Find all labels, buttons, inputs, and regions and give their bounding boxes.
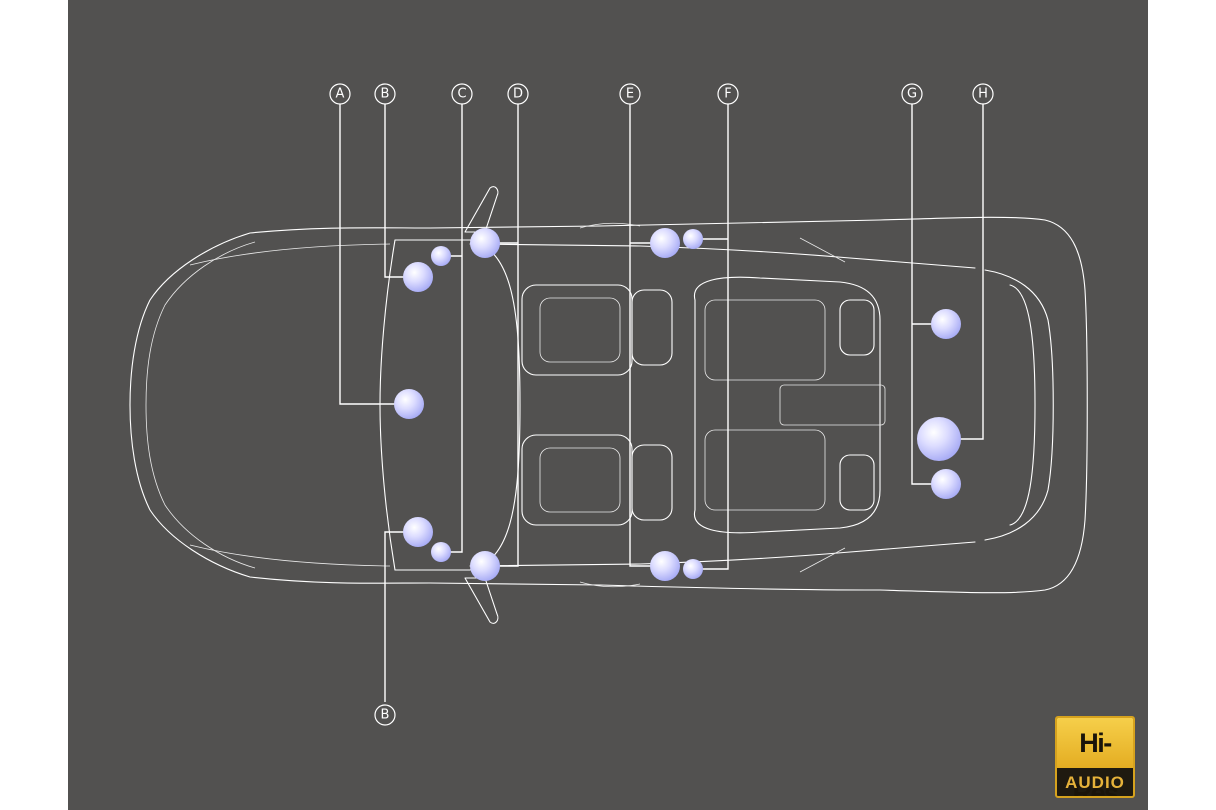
- car-body-inner: [145, 241, 256, 569]
- label-e-text: E: [626, 87, 634, 102]
- windshield: [394, 239, 521, 571]
- leader-c: [436, 104, 463, 553]
- hi-res-logo-line1: Hi-Res: [1057, 718, 1133, 796]
- speaker-b-front-right: [403, 517, 433, 547]
- speaker-c-right: [431, 542, 451, 562]
- speaker-f-left: [683, 229, 703, 249]
- mirror-right: [464, 577, 499, 624]
- label-c: C: [451, 83, 473, 105]
- label-h-text: H: [978, 87, 988, 102]
- label-d-text: D: [513, 87, 523, 102]
- speaker-c-left: [431, 246, 451, 266]
- leader-b-bottom: [384, 531, 412, 702]
- hi-res-logo-line2: AUDIO: [1065, 773, 1125, 792]
- label-f-text: F: [724, 87, 731, 102]
- roof-right-rail: [469, 541, 976, 567]
- label-b-bottom: B: [374, 704, 396, 726]
- speaker-h-subwoofer: [917, 417, 961, 461]
- front-headrest-left: [631, 289, 673, 366]
- label-d: D: [507, 83, 529, 105]
- hood-line-bottom: [189, 544, 391, 567]
- leader-a: [339, 104, 404, 405]
- speakers: [394, 228, 961, 581]
- leader-e: [629, 104, 665, 567]
- speaker-d-left: [470, 228, 500, 258]
- front-seat-right: [521, 434, 633, 526]
- label-c-text: C: [457, 87, 466, 102]
- label-g: G: [901, 83, 923, 105]
- label-f: F: [717, 83, 739, 105]
- leader-d: [486, 104, 519, 567]
- rear-headrest-left: [839, 299, 875, 356]
- diagram-panel: [68, 0, 1148, 810]
- rear-window: [984, 269, 1054, 541]
- speaker-a-center: [394, 389, 424, 419]
- speaker-e-right: [650, 551, 680, 581]
- car-outline: [129, 186, 1088, 624]
- label-a: A: [329, 83, 351, 105]
- speaker-g-left: [931, 309, 961, 339]
- label-g-text: G: [907, 87, 917, 102]
- label-h: H: [972, 83, 994, 105]
- speaker-d-right: [470, 551, 500, 581]
- rear-headrest-right: [839, 454, 875, 511]
- rear-seat-bench: [693, 276, 881, 534]
- speaker-b-front-left: [403, 262, 433, 292]
- leader-f: [694, 104, 729, 570]
- leader-b-top: [384, 104, 412, 278]
- hood-line-top: [189, 243, 391, 266]
- speaker-e-left: [650, 228, 680, 258]
- speaker-f-right: [683, 559, 703, 579]
- hood-edge: [379, 239, 396, 571]
- front-headrest-right: [631, 444, 673, 521]
- leader-lines: [339, 104, 984, 702]
- car-body-outer: [129, 216, 1088, 594]
- speaker-g-right: [931, 469, 961, 499]
- roof-left-rail: [469, 243, 976, 269]
- leader-h: [940, 104, 984, 440]
- label-a-text: A: [336, 87, 345, 102]
- rear-bumper: [1009, 284, 1036, 526]
- label-b-top: B: [374, 83, 396, 105]
- hi-res-audio-logo: Hi-Res AUDIO: [1055, 716, 1135, 798]
- mirror-left: [464, 186, 499, 233]
- label-b-bottom-text: B: [381, 708, 390, 723]
- label-e: E: [619, 83, 641, 105]
- label-b-top-text: B: [381, 87, 390, 102]
- front-seat-left: [521, 284, 633, 376]
